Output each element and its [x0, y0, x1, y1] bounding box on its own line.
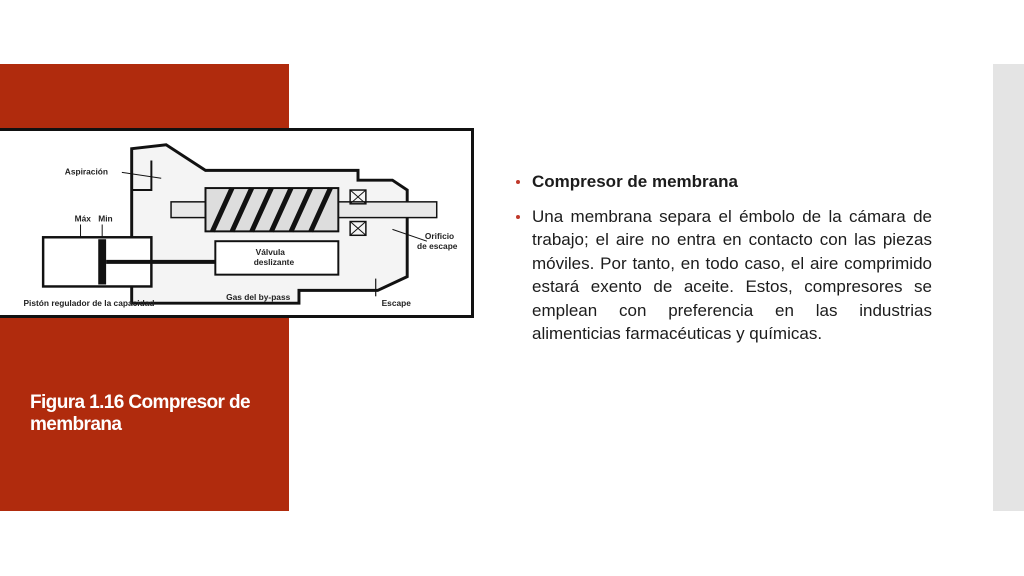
bullet-dot-icon [516, 214, 520, 219]
piston-head [98, 239, 107, 285]
bullet-list: Compresor de membrana Una membrana separ… [516, 170, 932, 357]
bullet-text: Una membrana separa el émbolo de la cáma… [532, 206, 932, 344]
sliding-valve [214, 240, 340, 276]
label-piston: Pistón regulador de la capacidad [23, 298, 154, 308]
bullet-item-title: Compresor de membrana [516, 170, 932, 194]
bullet-text: Compresor de membrana [532, 172, 738, 191]
right-gray-strip [993, 64, 1024, 511]
figure-caption: Figura 1.16 Compresor de membrana [30, 392, 251, 435]
label-orificio-2: de escape [417, 241, 458, 251]
label-bypass: Gas del by-pass [226, 292, 290, 302]
aspiracion-arrow [121, 171, 162, 179]
compressor-diagram-svg: Aspiración Máx Min Válvula deslizante Or… [23, 143, 458, 308]
compressor-diagram: Aspiración Máx Min Válvula deslizante Or… [0, 128, 474, 318]
intake-flange [130, 148, 153, 192]
label-valvula-1: Válvula [256, 247, 286, 257]
screw-rotor [204, 187, 340, 233]
label-valvula-2: deslizante [254, 257, 295, 267]
bullet-dot-icon [516, 180, 520, 184]
label-orificio-1: Orificio [425, 231, 454, 241]
bearing-top [349, 189, 367, 205]
orificio-arrow [392, 228, 428, 242]
label-min: Min [98, 214, 112, 224]
label-aspiracion: Aspiración [65, 166, 108, 176]
label-max: Máx [75, 214, 92, 224]
label-escape: Escape [382, 298, 412, 308]
bullet-item-description: Una membrana separa el émbolo de la cáma… [516, 205, 932, 346]
bearing-marks [349, 189, 367, 236]
bearing-bottom [349, 220, 367, 237]
